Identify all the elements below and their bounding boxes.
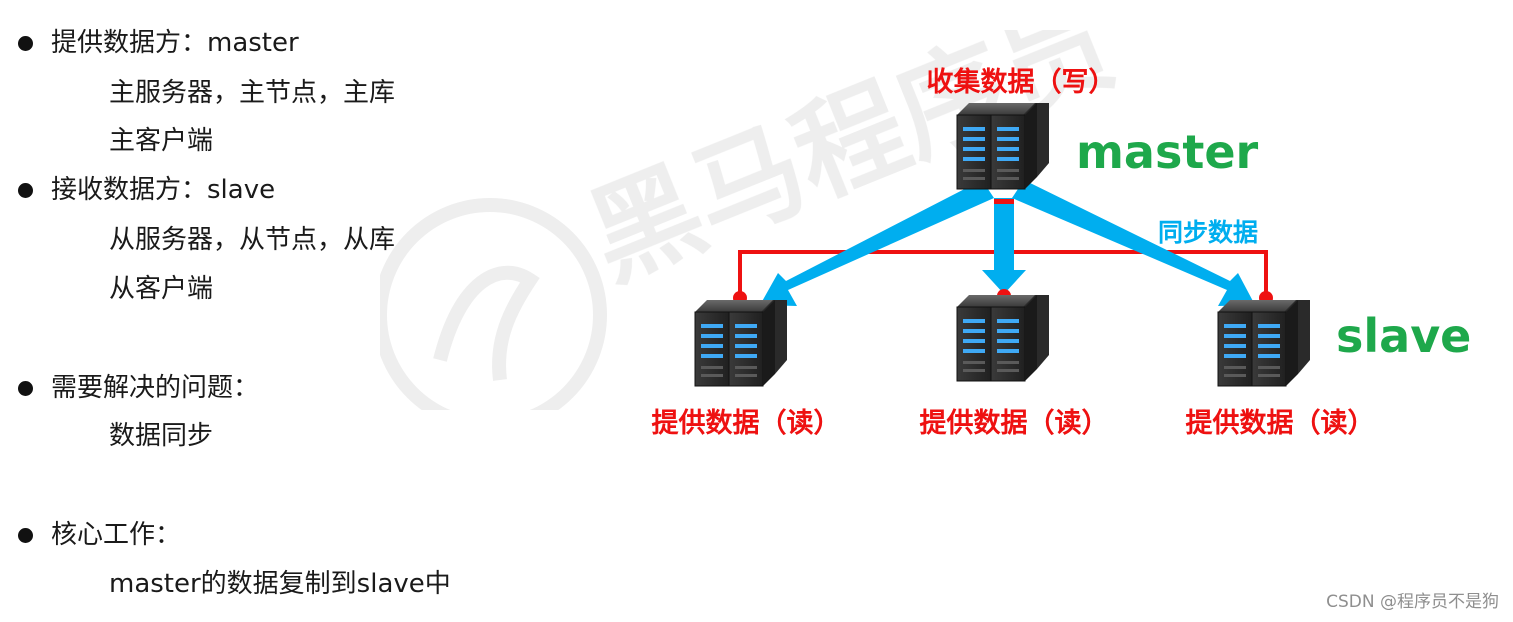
provider-title: 提供数据方：master: [51, 28, 299, 58]
bullet-dot: [18, 182, 33, 198]
read-label-middle: 提供数据（读）: [920, 408, 1109, 439]
master-server-icon: [956, 102, 1050, 190]
bullet-core: 核心工作：: [18, 520, 181, 550]
problem-item-sync: 数据同步: [109, 421, 214, 451]
slave-server-icon-middle: [956, 294, 1050, 382]
bullet-dot: [18, 35, 33, 51]
read-label-left: 提供数据（读）: [652, 408, 841, 439]
bullet-receiver: 接收数据方：slave: [18, 175, 275, 205]
master-label: master: [1076, 125, 1259, 179]
arrow-left: [760, 180, 994, 306]
collect-label: 收集数据（写）: [927, 66, 1116, 98]
arrow-right: [1012, 180, 1255, 306]
problem-title: 需要解决的问题：: [51, 373, 260, 403]
core-item-replicate: master的数据复制到slave中: [109, 569, 451, 599]
read-label-right: 提供数据（读）: [1186, 408, 1375, 439]
receiver-item-servers: 从服务器，从节点，从库: [109, 225, 396, 255]
provider-item-client: 主客户端: [109, 126, 214, 156]
sync-label: 同步数据: [1158, 218, 1258, 247]
slave-server-icon-right: [1217, 299, 1311, 387]
bullet-provider: 提供数据方：master: [18, 28, 299, 58]
bullet-list: 提供数据方：master 主服务器，主节点，主库 主客户端 接收数据方：slav…: [0, 0, 600, 622]
bullet-dot: [18, 527, 33, 543]
bullet-problem: 需要解决的问题：: [18, 373, 259, 403]
sync-arrows: [760, 180, 1255, 306]
provider-item-servers: 主服务器，主节点，主库: [109, 78, 396, 108]
csdn-credit: CSDN @程序员不是狗: [1326, 592, 1499, 612]
bullet-dot: [18, 380, 33, 396]
core-title: 核心工作：: [51, 520, 182, 550]
slave-server-icon-left: [694, 299, 788, 387]
receiver-item-client: 从客户端: [109, 274, 214, 304]
slave-label: slave: [1336, 309, 1471, 363]
receiver-title: 接收数据方：slave: [51, 175, 276, 205]
arrow-middle: [982, 198, 1026, 294]
master-link-mark: [994, 199, 1014, 204]
